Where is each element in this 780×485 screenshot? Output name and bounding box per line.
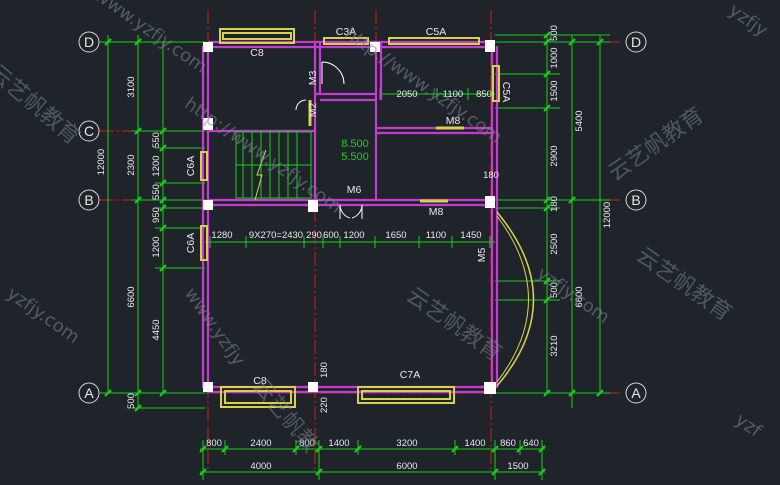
interior-dim: 9X270=2430 — [249, 230, 303, 241]
right-dim-inner: 1000 — [549, 47, 560, 68]
window-c5a — [388, 37, 480, 45]
window-label: C5A — [426, 26, 446, 38]
window-label: C6A — [185, 233, 197, 253]
left-dim-middle: 2300 — [126, 154, 137, 175]
right-dim-middle: 5400 — [574, 110, 585, 131]
window-c7a — [357, 386, 455, 404]
interior-dim: 1100 — [443, 89, 463, 100]
left-dim-inner: 1200 — [151, 236, 162, 257]
windows — [200, 28, 535, 408]
axis-label-right: D — [631, 34, 641, 50]
axis-label-left: A — [84, 385, 94, 401]
left-dim-inner: 950 — [151, 207, 162, 223]
right-dim-outer: 12000 — [602, 202, 613, 228]
bottom-dim-row2: 6000 — [396, 461, 417, 472]
right-dim-inner: 180 — [549, 196, 560, 212]
window-c6a-upper — [200, 151, 208, 181]
right-dim-inner: 1500 — [549, 80, 560, 101]
left-dim-middle: 3100 — [126, 76, 137, 97]
bottom-dim-row1: 640 — [523, 438, 539, 449]
window-c5a-side — [492, 65, 500, 102]
columns — [203, 40, 496, 394]
bottom-dim-row2: 4000 — [250, 461, 271, 472]
bottom-dim-row1: 800 — [299, 438, 315, 449]
door-label: M6 — [347, 184, 362, 196]
door-label: M2 — [307, 103, 319, 118]
window-c6a-lower — [200, 225, 208, 261]
left-dim-inner: 4450 — [151, 319, 162, 340]
door-label: M5 — [476, 248, 488, 263]
window-label: C7A — [400, 369, 420, 381]
right-dim-inner: 2900 — [549, 145, 560, 166]
window-label: C5A — [500, 82, 512, 102]
left-dim-inner: 1200 — [151, 155, 162, 176]
right-dim-inner: 3210 — [549, 335, 560, 356]
level-text: 5.500 — [341, 151, 369, 163]
bottom-dim-row2: 1500 — [507, 461, 528, 472]
axis-label-left: B — [84, 192, 93, 208]
window-label: C3A — [336, 26, 356, 38]
door-m3-swing — [321, 61, 345, 85]
bay-window-arc — [496, 211, 535, 387]
interior-dim: 1100 — [426, 230, 446, 241]
window-label: C8 — [253, 375, 267, 387]
door-label: M8 — [429, 206, 444, 218]
right-dim-inner: 2500 — [549, 233, 560, 254]
window-label: C8 — [250, 47, 264, 59]
left-dim-inner: 550 — [151, 184, 162, 200]
bottom-dim-row1: 800 — [206, 438, 222, 449]
window-c8-top — [219, 28, 295, 44]
right-dim-middle: 6600 — [574, 286, 585, 307]
interior-dim: 180 — [319, 362, 330, 378]
left-dim-inner: 550 — [151, 132, 162, 148]
left-dim-middle: 500 — [126, 393, 137, 409]
interior-dim: 1200 — [343, 230, 364, 241]
axis-label-left: C — [84, 123, 94, 139]
bottom-dim-row1: 3200 — [396, 438, 417, 449]
bottom-dim-row1: 2400 — [250, 438, 271, 449]
staircase — [235, 131, 312, 201]
dimension-lines — [100, 34, 610, 480]
axis-bubbles — [78, 31, 647, 404]
interior-dim: 290 — [306, 230, 322, 241]
interior-dim: 2050 — [396, 89, 417, 100]
interior-dim: 600 — [323, 230, 339, 241]
axis-label-right: A — [631, 385, 641, 401]
door-swings — [295, 61, 363, 219]
window-label: C6A — [185, 156, 197, 176]
left-dim-middle: 6600 — [126, 286, 137, 307]
right-dim-inner: 500 — [549, 25, 560, 41]
bottom-dim-row1: 1400 — [464, 438, 485, 449]
interior-dim: 1450 — [460, 230, 481, 241]
interior-dim: 850 — [476, 89, 492, 100]
interior-dim: 220 — [319, 397, 330, 413]
interior-dim: 180 — [483, 170, 499, 181]
level-text: 8.500 — [341, 138, 369, 150]
door-label: M8 — [446, 115, 461, 127]
right-dim-inner: 500 — [549, 282, 560, 298]
window-c3a — [323, 37, 369, 45]
left-dim-outer: 12000 — [96, 149, 107, 175]
interior-dim: 1280 — [211, 230, 232, 241]
bottom-dim-row1: 860 — [500, 438, 516, 449]
axis-label-right: B — [631, 192, 640, 208]
door-label: M3 — [307, 71, 319, 86]
window-c8-bottom — [220, 386, 296, 408]
axis-label-left: D — [84, 34, 94, 50]
interior-dim: 1650 — [385, 230, 406, 241]
dimension-ticks — [104, 31, 604, 476]
bottom-dim-row1: 1400 — [328, 438, 349, 449]
